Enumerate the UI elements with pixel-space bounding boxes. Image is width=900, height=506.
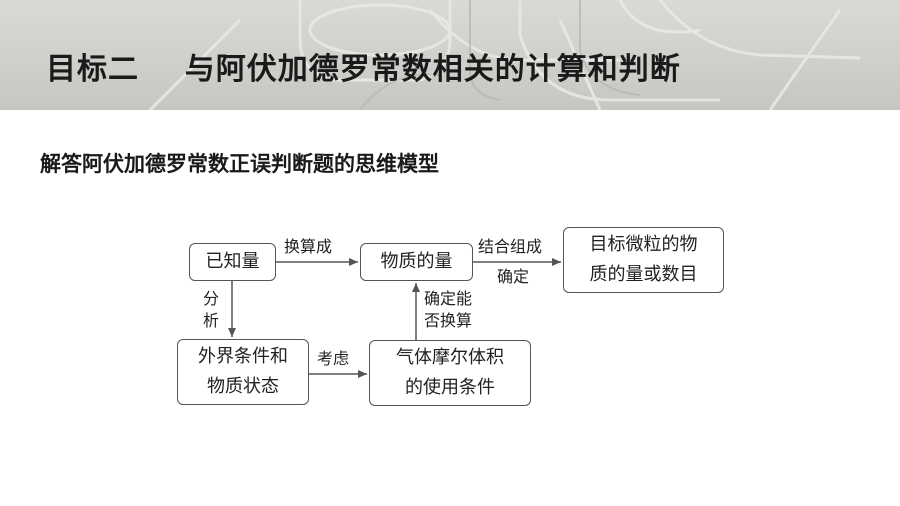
edge-label-can-convert: 确定能 否换算 <box>424 289 473 330</box>
node-external-conditions: 外界条件和 物质状态 <box>177 339 309 405</box>
node-known-quantity: 已知量 <box>189 243 276 281</box>
edge-label-analyze: 分 析 <box>203 289 220 330</box>
edge-label-combine-bottom: 确定 <box>497 267 530 286</box>
edge-label-consider: 考虑 <box>317 349 350 368</box>
node-molar-volume-conditions: 气体摩尔体积 的使用条件 <box>369 340 531 406</box>
edge-label-combine-top: 结合组成 <box>478 237 543 256</box>
node-amount-of-substance: 物质的量 <box>360 243 473 281</box>
page-title: 目标二 与阿伏加德罗常数相关的计算和判断 <box>46 44 681 88</box>
title-prefix: 目标二 <box>46 52 139 87</box>
title-main: 与阿伏加德罗常数相关的计算和判断 <box>184 52 681 87</box>
section-subtitle: 解答阿伏加德罗常数正误判断题的思维模型 <box>40 152 439 176</box>
header-banner: 目标二 与阿伏加德罗常数相关的计算和判断 <box>0 0 900 110</box>
edge-label-convert: 换算成 <box>284 237 333 256</box>
node-target-particles: 目标微粒的物 质的量或数目 <box>563 227 724 293</box>
lab-glassware-background-image <box>148 0 861 110</box>
